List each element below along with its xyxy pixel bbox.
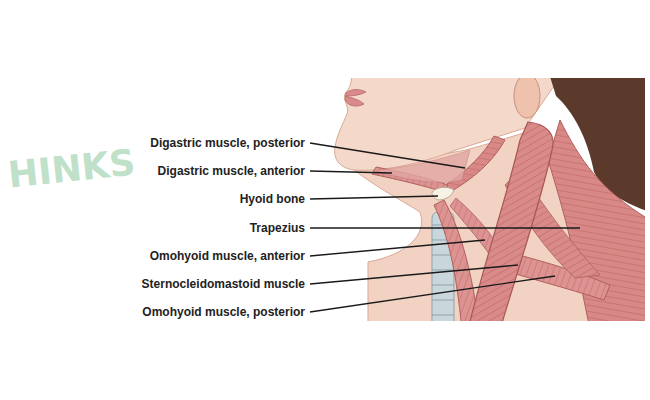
leader-line (310, 143, 465, 168)
leader-line (310, 240, 485, 256)
hyoid-bone (432, 187, 454, 200)
leader-line (310, 265, 518, 284)
lips (345, 90, 366, 107)
ear (514, 78, 540, 118)
part-label: Hyoid bone (240, 191, 305, 207)
watermark: HINKS (6, 143, 137, 196)
leader-line (310, 276, 555, 312)
part-label: Trapezius (250, 220, 305, 236)
part-label: Digastric muscle, anterior (158, 163, 305, 179)
leader-line (310, 171, 392, 173)
part-label: Sternocleidomastoid muscle (142, 276, 305, 292)
sternocleidomastoid-muscle (468, 122, 553, 321)
part-label: Digastric muscle, posterior (150, 135, 305, 151)
leader-line (310, 227, 580, 228)
leader-line (310, 196, 438, 199)
part-label: Omohyoid muscle, anterior (150, 248, 305, 264)
part-label: Omohyoid muscle, posterior (142, 304, 305, 320)
